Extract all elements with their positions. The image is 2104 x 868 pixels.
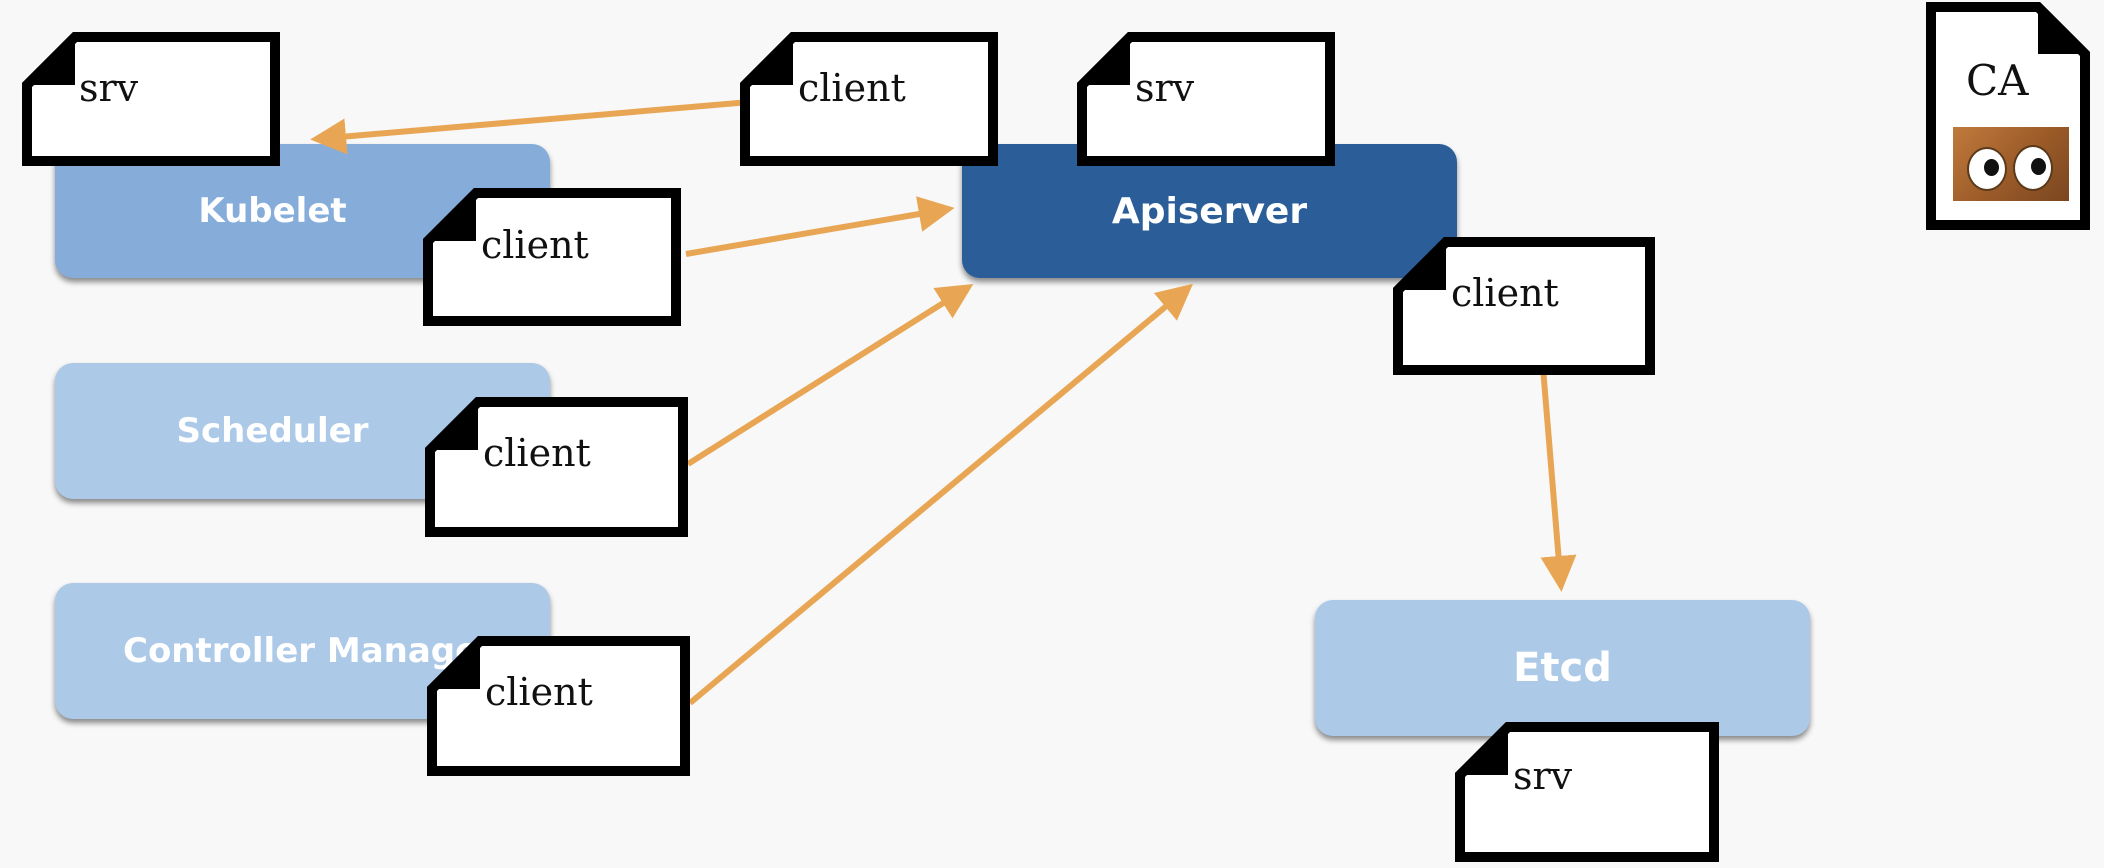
owl-left-eye	[1967, 147, 2007, 191]
etcd-srv-cert-label: srv	[1513, 754, 1573, 798]
arrow-kubelet-to-apiserver	[685, 196, 955, 257]
owl-left-pupil	[1984, 159, 1999, 176]
kubelet-outbound-client-cert: client	[740, 32, 998, 166]
etcd-srv-cert: srv	[1455, 722, 1719, 862]
etcd-box: Etcd	[1315, 600, 1810, 736]
scheduler-client-cert-label: client	[483, 431, 591, 475]
kubelet-srv-cert-label: srv	[79, 66, 139, 110]
arrow-controller-manager-to-apiserver	[688, 283, 1194, 706]
scheduler-label: Scheduler	[176, 411, 369, 451]
controller-manager-client-cert-label: client	[485, 670, 593, 714]
kubelet-label: Kubelet	[198, 191, 347, 231]
controller-manager-client-cert: client	[427, 636, 690, 776]
apiserver-client-cert: client	[1393, 237, 1655, 375]
arrow-scheduler-to-apiserver	[686, 283, 974, 467]
kubelet-outbound-client-cert-label: client	[798, 66, 906, 110]
apiserver-client-cert-label: client	[1451, 271, 1559, 315]
apiserver-label: Apiserver	[1111, 190, 1308, 232]
apiserver-srv-cert: srv	[1077, 32, 1335, 166]
ca-cert: CA	[1926, 2, 2090, 230]
arrow-apiserver-to-etcd	[1540, 367, 1577, 592]
apiserver-box: Apiserver	[962, 144, 1457, 278]
owl-picture	[1953, 127, 2069, 201]
scheduler-client-cert: client	[425, 397, 688, 537]
etcd-label: Etcd	[1513, 645, 1612, 691]
owl-right-pupil	[2031, 158, 2046, 175]
apiserver-srv-cert-label: srv	[1135, 66, 1195, 110]
ca-cert-label: CA	[1966, 56, 2029, 105]
kubelet-srv-cert: srv	[22, 32, 280, 166]
kubelet-client-cert: client	[423, 188, 681, 326]
kubelet-client-cert-label: client	[481, 223, 589, 267]
arrow-apiserver-to-kubelet	[310, 97, 774, 155]
controller-manager-label: Controller Manager	[123, 631, 495, 671]
owl-right-eye	[2013, 145, 2053, 191]
